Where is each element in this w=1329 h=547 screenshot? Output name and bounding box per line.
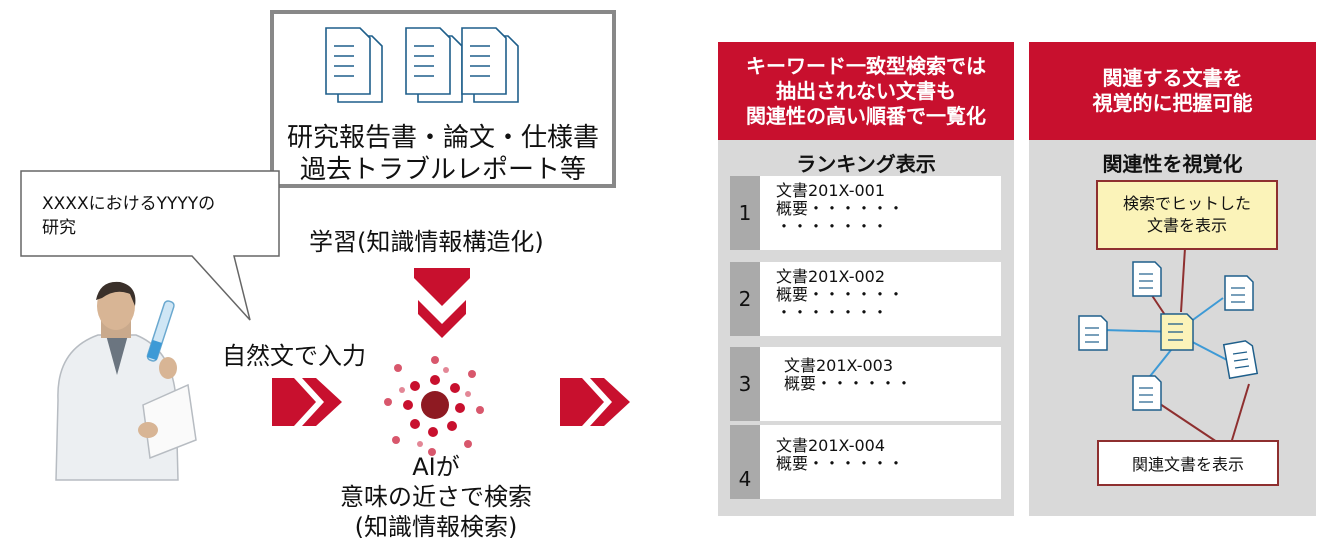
rank-doc-card: 文書201X-001 概要・・・・・・ ・・・・・・・ xyxy=(760,176,1001,250)
ranking-panel-header: キーワード一致型検索では 抽出されない文書も 関連性の高い順番で一覧化 xyxy=(718,42,1014,140)
ai-label-line-1: AIが xyxy=(412,453,460,481)
rank-doc-summary: 概要・・・・・・ xyxy=(776,454,905,473)
ranking-item[interactable]: 4 文書201X-004 概要・・・・・・ xyxy=(730,425,1001,499)
rank-doc-summary: 概要・・・・・・ xyxy=(776,285,905,304)
input-label: 自然文で入力 xyxy=(222,342,366,370)
visual-header-line-1: 関連する文書を xyxy=(1102,66,1243,90)
ranking-header-line-2: 抽出されない文書も xyxy=(776,78,956,103)
ai-label-line-2: 意味の近さで検索 xyxy=(340,483,532,511)
ranking-item[interactable]: 3 文書201X-003 概要・・・・・・ xyxy=(730,347,1001,421)
hit-box-line-1: 検索でヒットした xyxy=(1122,194,1251,213)
related-document-box: 関連文書を表示 xyxy=(1097,440,1279,486)
central-document-icon xyxy=(1160,313,1194,351)
ai-network-icon xyxy=(384,356,484,456)
learning-down-arrow-icon xyxy=(414,268,470,338)
visualization-title: 関連性を視覚化 xyxy=(1102,152,1243,176)
researcher-figure-icon xyxy=(55,281,197,481)
input-right-arrow-icon xyxy=(272,378,342,426)
speech-bubble-shape xyxy=(20,170,280,321)
ranking-header-line-1: キーワード一致型検索では xyxy=(746,53,986,78)
rank-doc-title: 文書201X-004 xyxy=(776,436,886,455)
source-documents-box: 研究報告書・論文・仕様書 過去トラブルレポート等 xyxy=(270,10,616,188)
output-right-arrow-icon xyxy=(560,378,630,426)
hit-document-box: 検索でヒットした 文書を表示 xyxy=(1096,180,1278,250)
documents-line-2: 過去トラブルレポート等 xyxy=(299,155,586,185)
ranking-header-line-3: 関連性の高い順番で一覧化 xyxy=(746,103,986,128)
document-stack-icons xyxy=(325,27,519,103)
ranking-panel: キーワード一致型検索では 抽出されない文書も 関連性の高い順番で一覧化 ランキン… xyxy=(718,42,1014,516)
visualization-panel: 関連する文書を 視覚的に把握可能 関連性を視覚化 xyxy=(1029,42,1316,516)
ranking-item[interactable]: 2 文書201X-002 概要・・・・・・ ・・・・・・・ xyxy=(730,262,1001,336)
rank-doc-title: 文書201X-003 xyxy=(784,356,894,375)
speech-bubble-text: XXXXにおけるYYYYの 研究 xyxy=(42,194,216,238)
documents-line-1: 研究報告書・論文・仕様書 xyxy=(286,123,599,153)
rank-doc-title: 文書201X-002 xyxy=(776,267,886,286)
rank-number: 3 xyxy=(730,347,760,421)
rank-doc-card: 文書201X-002 概要・・・・・・ ・・・・・・・ xyxy=(760,262,1001,336)
rank-number: 2 xyxy=(730,262,760,336)
rank-doc-title: 文書201X-001 xyxy=(776,181,886,200)
rank-doc-card: 文書201X-003 概要・・・・・・ xyxy=(760,347,1001,421)
rank-doc-card: 文書201X-004 概要・・・・・・ xyxy=(760,425,1001,499)
rank-doc-more: ・・・・・・・ xyxy=(776,303,889,322)
visual-header-line-2: 視覚的に把握可能 xyxy=(1092,91,1253,115)
rank-doc-summary: 概要・・・・・・ xyxy=(784,374,913,393)
relation-network-graph xyxy=(1078,247,1259,451)
ai-label: AIが 意味の近さで検索 (知識情報検索) xyxy=(316,452,556,542)
ranking-item[interactable]: 1 文書201X-001 概要・・・・・・ ・・・・・・・ xyxy=(730,176,1001,250)
ai-label-line-3: (知識情報検索) xyxy=(354,513,518,541)
visualization-panel-header: 関連する文書を 視覚的に把握可能 xyxy=(1029,42,1316,140)
ranking-title: ランキング表示 xyxy=(796,152,936,176)
rank-number: 1 xyxy=(730,176,760,250)
hit-box-line-2: 文書を表示 xyxy=(1146,216,1227,235)
rank-number: 4 xyxy=(730,425,760,499)
learning-label: 学習(知識情報構造化) xyxy=(309,228,544,256)
rank-doc-more: ・・・・・・・ xyxy=(776,217,889,236)
rank-doc-summary: 概要・・・・・・ xyxy=(776,199,905,218)
